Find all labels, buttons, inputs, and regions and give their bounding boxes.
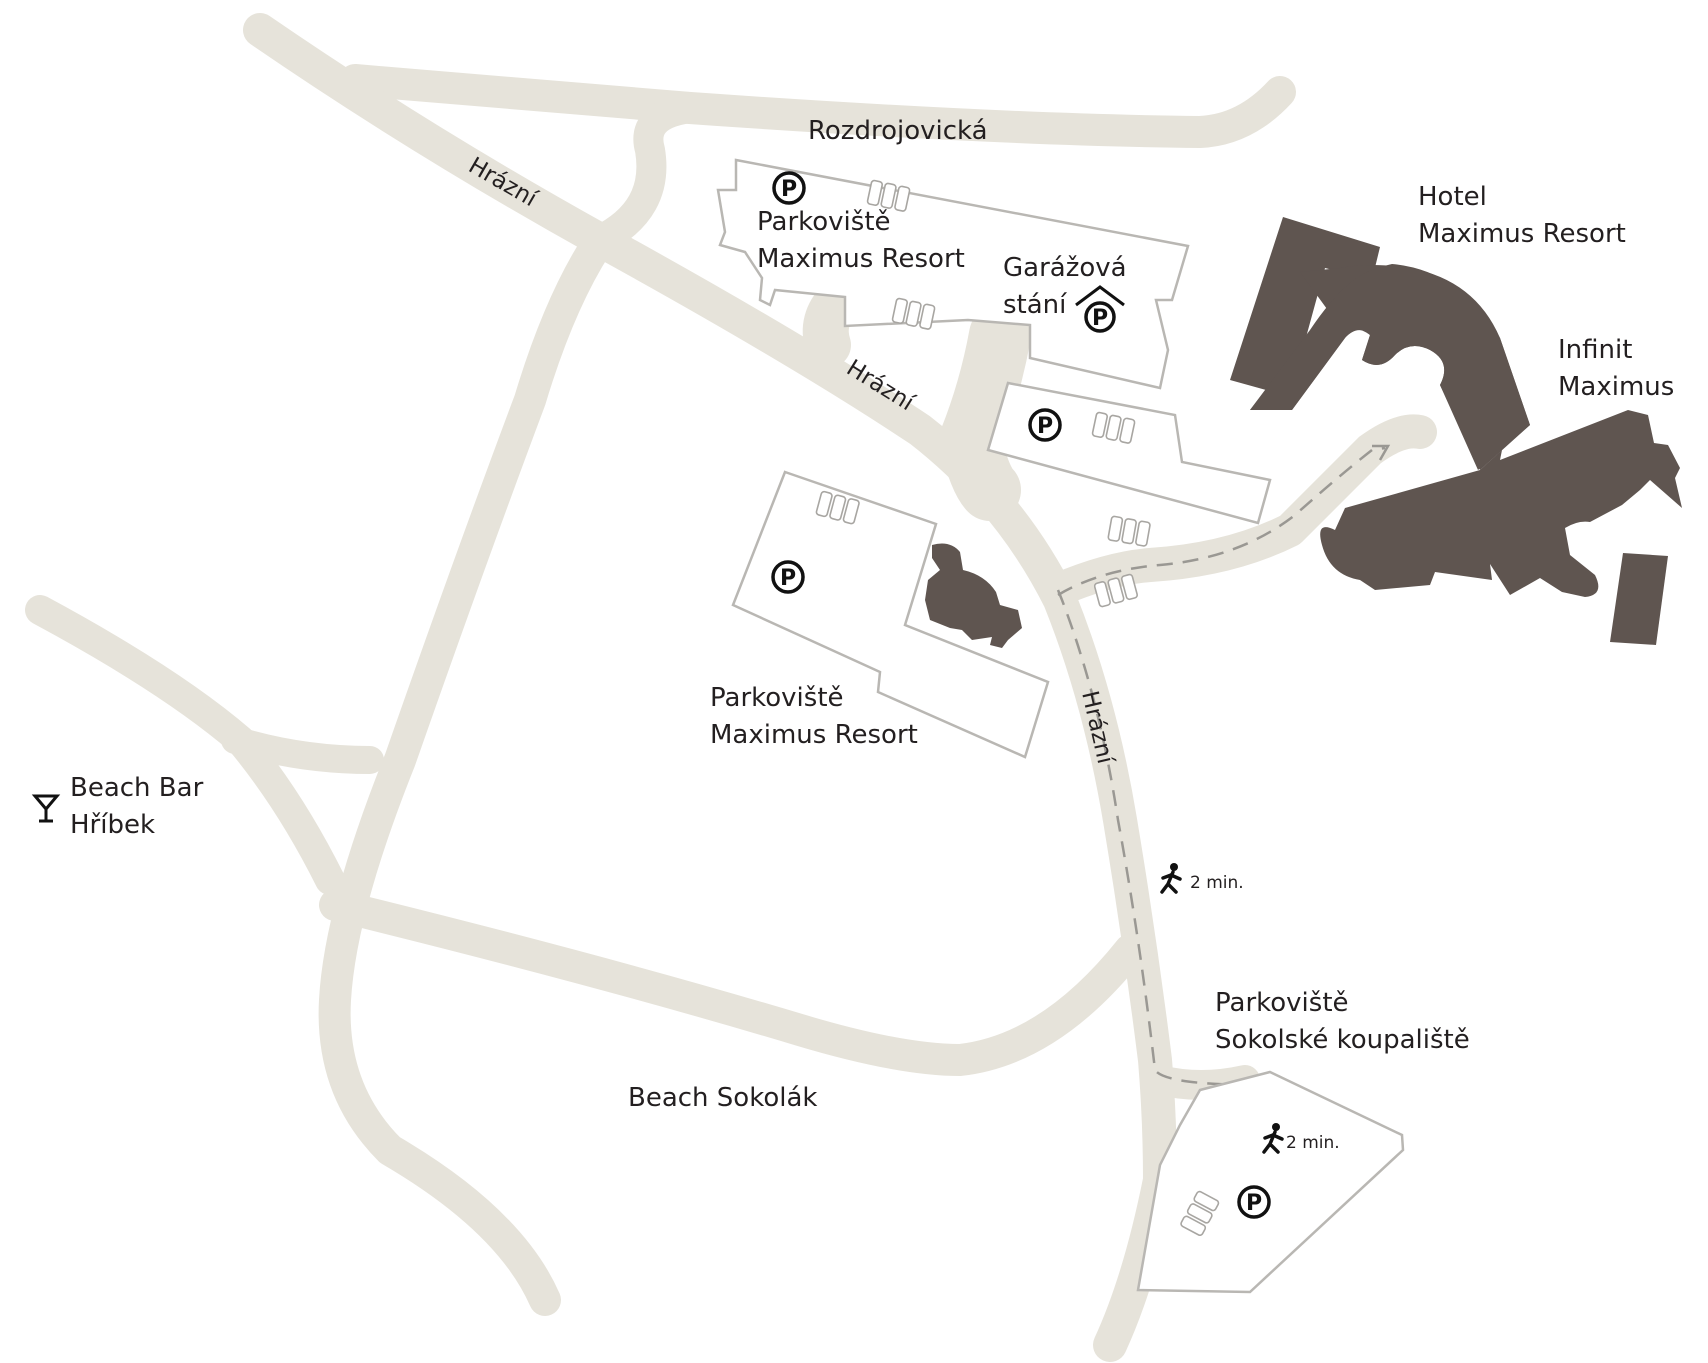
road-beach	[319, 889, 1146, 1076]
parked-cars-center	[815, 490, 860, 525]
label-garage-line1: Garážová	[1003, 253, 1127, 283]
road-west-long	[318, 224, 616, 1316]
walk-time-label: 2 min.	[1286, 1133, 1340, 1153]
infinit-maximus-building	[1320, 410, 1682, 597]
road-parking-link-1	[802, 277, 863, 368]
label-hotel-line1: Hotel	[1418, 182, 1487, 212]
walk-route-arrow	[1372, 444, 1391, 461]
label-infinit-line2: Maximus	[1558, 372, 1674, 402]
central-building	[925, 543, 1022, 648]
label-parking-north-line1: Parkoviště	[757, 207, 891, 237]
hotel-main-block	[1250, 264, 1530, 470]
parked-cars-sokol	[1180, 1190, 1220, 1237]
parking-symbol: P	[781, 177, 797, 202]
parked-cars-north-2	[891, 297, 936, 330]
label-parking-center-line1: Parkoviště	[710, 683, 844, 713]
pedestrian-icon	[1262, 1123, 1284, 1154]
parking-icon[interactable]: P	[1028, 408, 1062, 442]
hotel-wing-west	[1230, 217, 1380, 398]
parking-lot-sokol	[1136, 1070, 1405, 1294]
parking-lot-center	[731, 470, 1050, 759]
parking-icon[interactable]: P	[772, 171, 806, 205]
parking-icon[interactable]: P	[1237, 1185, 1271, 1219]
parking-symbol: P	[1246, 1191, 1262, 1216]
label-parking-sokol-line2: Sokolské koupaliště	[1215, 1025, 1470, 1055]
cocktail-icon	[31, 794, 61, 823]
parked-cars-east	[1091, 411, 1136, 444]
road-parking-link-2	[939, 304, 1031, 521]
infinit-annex	[1610, 553, 1668, 645]
road-network	[25, 13, 1437, 1362]
parking-lot-east	[986, 381, 1272, 525]
road-junction-north	[585, 93, 705, 255]
label-parking-north: Parkoviště Maximus Resort	[757, 207, 965, 274]
label-infinit-line1: Infinit	[1558, 335, 1632, 365]
label-garage-line2: stání	[1003, 290, 1067, 320]
parked-cars-road-2	[1093, 573, 1139, 608]
label-beach-bar-line2: Hříbek	[70, 810, 155, 840]
label-parking-center: Parkoviště Maximus Resort	[710, 683, 918, 750]
parked-cars-road-1	[1107, 515, 1151, 547]
buildings	[925, 217, 1682, 648]
label-parking-sokol: Parkoviště Sokolské koupaliště	[1215, 988, 1470, 1055]
pedestrian-icon	[1160, 863, 1182, 894]
parking-lot-north	[716, 158, 1190, 390]
parking-symbol: P	[1037, 414, 1053, 439]
walk-route-infinit	[1057, 446, 1386, 597]
label-infinit: Infinit Maximus	[1558, 335, 1674, 402]
parking-symbol: P	[1092, 306, 1108, 331]
walk-route-sokol	[1056, 589, 1261, 1087]
road-rozdrojovicka	[339, 64, 1296, 148]
label-parking-sokol-line1: Parkoviště	[1215, 988, 1349, 1018]
parking-icon[interactable]: P	[771, 560, 805, 594]
road-west-connector	[221, 726, 384, 774]
label-beach-bar-line1: Beach Bar	[70, 773, 204, 803]
label-beach-sokolak: Beach Sokolák	[628, 1083, 817, 1113]
label-hotel: Hotel Maximus Resort	[1418, 182, 1626, 249]
parked-cars-north-1	[866, 179, 911, 212]
label-parking-center-line2: Maximus Resort	[710, 720, 918, 750]
label-garage: Garážová stání	[1003, 253, 1135, 320]
walk-time-label: 2 min.	[1190, 873, 1244, 893]
label-beach-bar: Beach Bar Hříbek	[70, 773, 212, 840]
parking-symbol: P	[780, 566, 796, 591]
label-hotel-line2: Maximus Resort	[1418, 219, 1626, 249]
garage-parking-icon[interactable]: P	[1075, 285, 1125, 333]
label-parking-north-line2: Maximus Resort	[757, 244, 965, 274]
street-label-rozdrojovicka: Rozdrojovická	[808, 116, 988, 146]
